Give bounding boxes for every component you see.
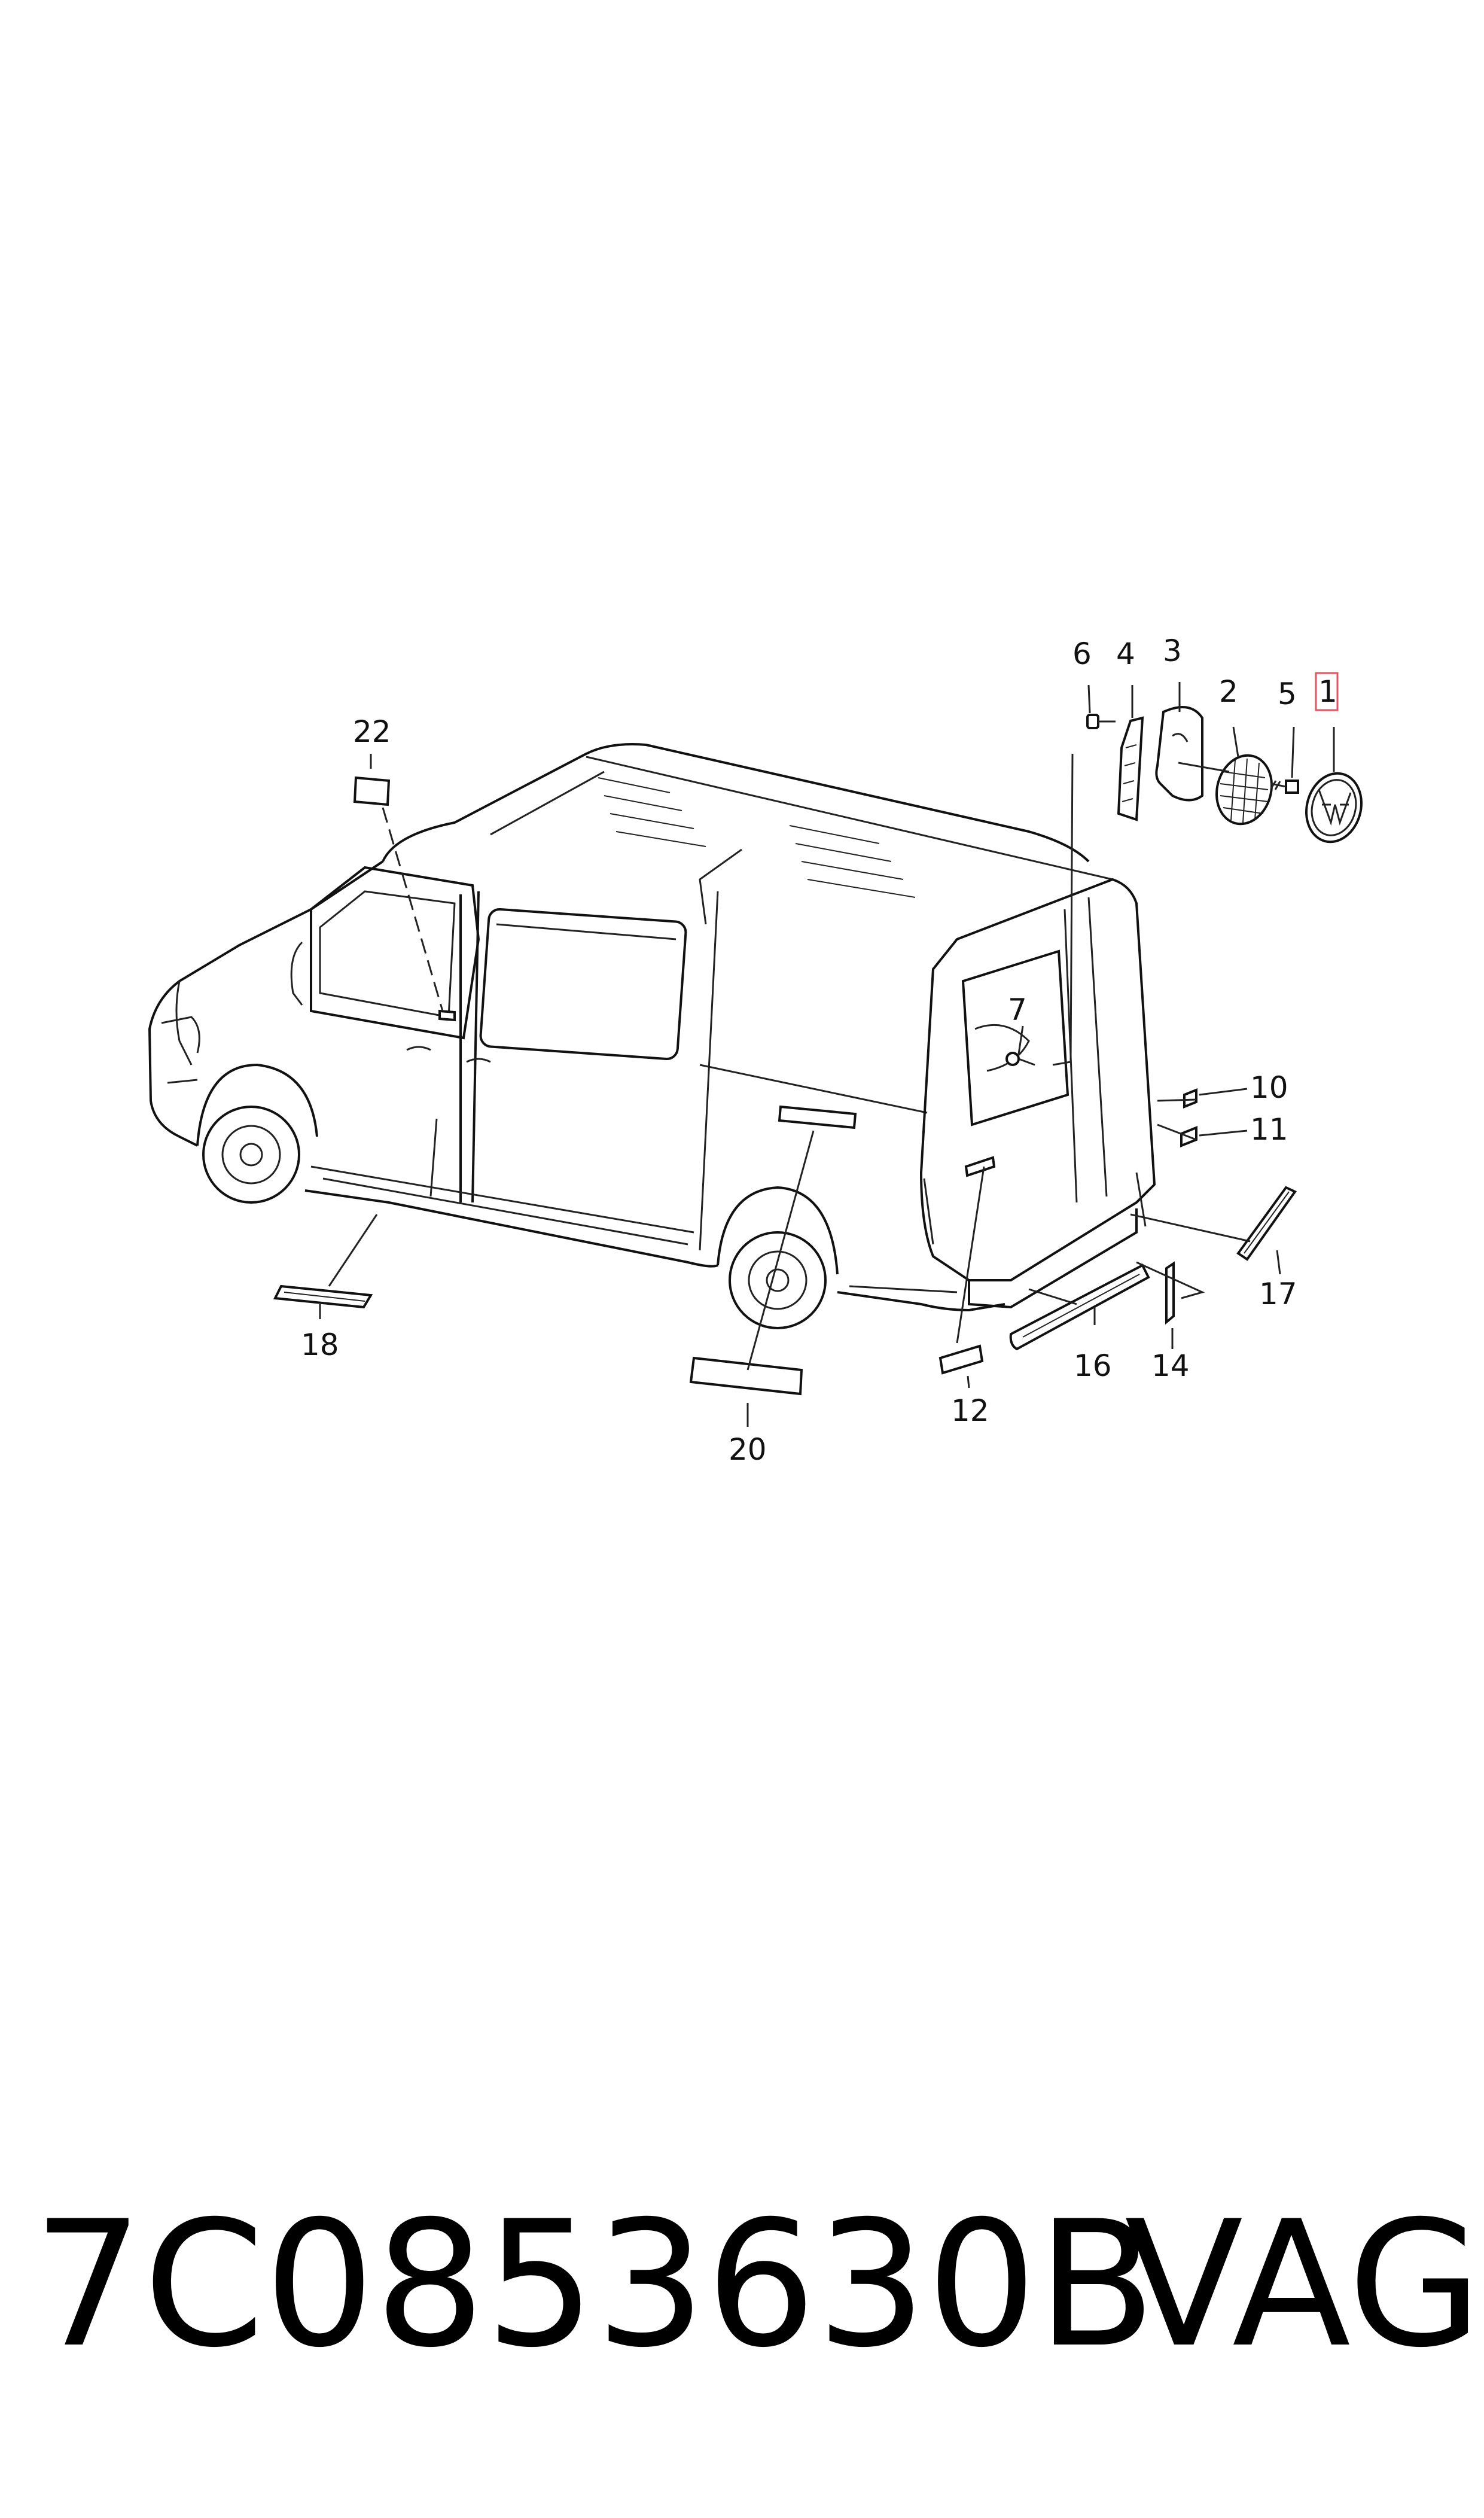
part-6-screw <box>1086 714 1116 729</box>
part-22-label <box>353 776 391 806</box>
front-wheel <box>196 1063 318 1204</box>
part-17-strip <box>1236 1186 1297 1261</box>
callout-3[interactable]: 3 <box>1163 634 1182 668</box>
brand-name: VAG <box>1125 2184 1482 2386</box>
part-20-strip <box>689 1356 803 1396</box>
part-1-emblem <box>1305 772 1363 844</box>
callout-14[interactable]: 14 <box>1151 1348 1190 1383</box>
exploded-parts <box>273 706 1363 1396</box>
part-number: 7C0853630B <box>33 2184 1156 2386</box>
callout-12[interactable]: 12 <box>951 1393 989 1428</box>
part-5-bolt <box>1270 780 1299 794</box>
callout-1-highlight <box>1315 672 1339 711</box>
part-2-emblem-carrier <box>1215 754 1273 826</box>
part-16-strip <box>1009 1263 1150 1351</box>
part-3-bracket <box>1155 706 1230 802</box>
callout-6[interactable]: 6 <box>1072 637 1092 671</box>
callout-labels: 1 2 3 4 5 6 7 10 11 12 14 16 17 18 20 22 <box>301 634 1339 1467</box>
callout-20[interactable]: 20 <box>729 1432 767 1467</box>
callout-2[interactable]: 2 <box>1219 674 1238 709</box>
leader-lines <box>319 682 1335 1427</box>
callout-1[interactable]: 1 <box>1318 674 1337 709</box>
van-illustration <box>148 743 1156 1329</box>
part-18-strip <box>273 1284 373 1309</box>
callout-16[interactable]: 16 <box>1074 1348 1112 1383</box>
rear-wheel <box>717 1186 839 1329</box>
callout-17[interactable]: 17 <box>1259 1277 1297 1311</box>
callout-4[interactable]: 4 <box>1116 637 1135 671</box>
callout-22[interactable]: 22 <box>353 714 391 749</box>
callout-5[interactable]: 5 <box>1278 677 1297 711</box>
callout-10[interactable]: 10 <box>1250 1070 1288 1105</box>
part-10-badge <box>1183 1088 1197 1109</box>
callout-18[interactable]: 18 <box>301 1327 339 1362</box>
part-14-bracket <box>1165 1261 1175 1325</box>
part-4-seal <box>1117 716 1144 821</box>
part-12-plate <box>938 1344 984 1375</box>
callout-7[interactable]: 7 <box>1008 992 1027 1027</box>
callout-11[interactable]: 11 <box>1250 1112 1288 1147</box>
part-7-nut <box>1005 1052 1035 1066</box>
